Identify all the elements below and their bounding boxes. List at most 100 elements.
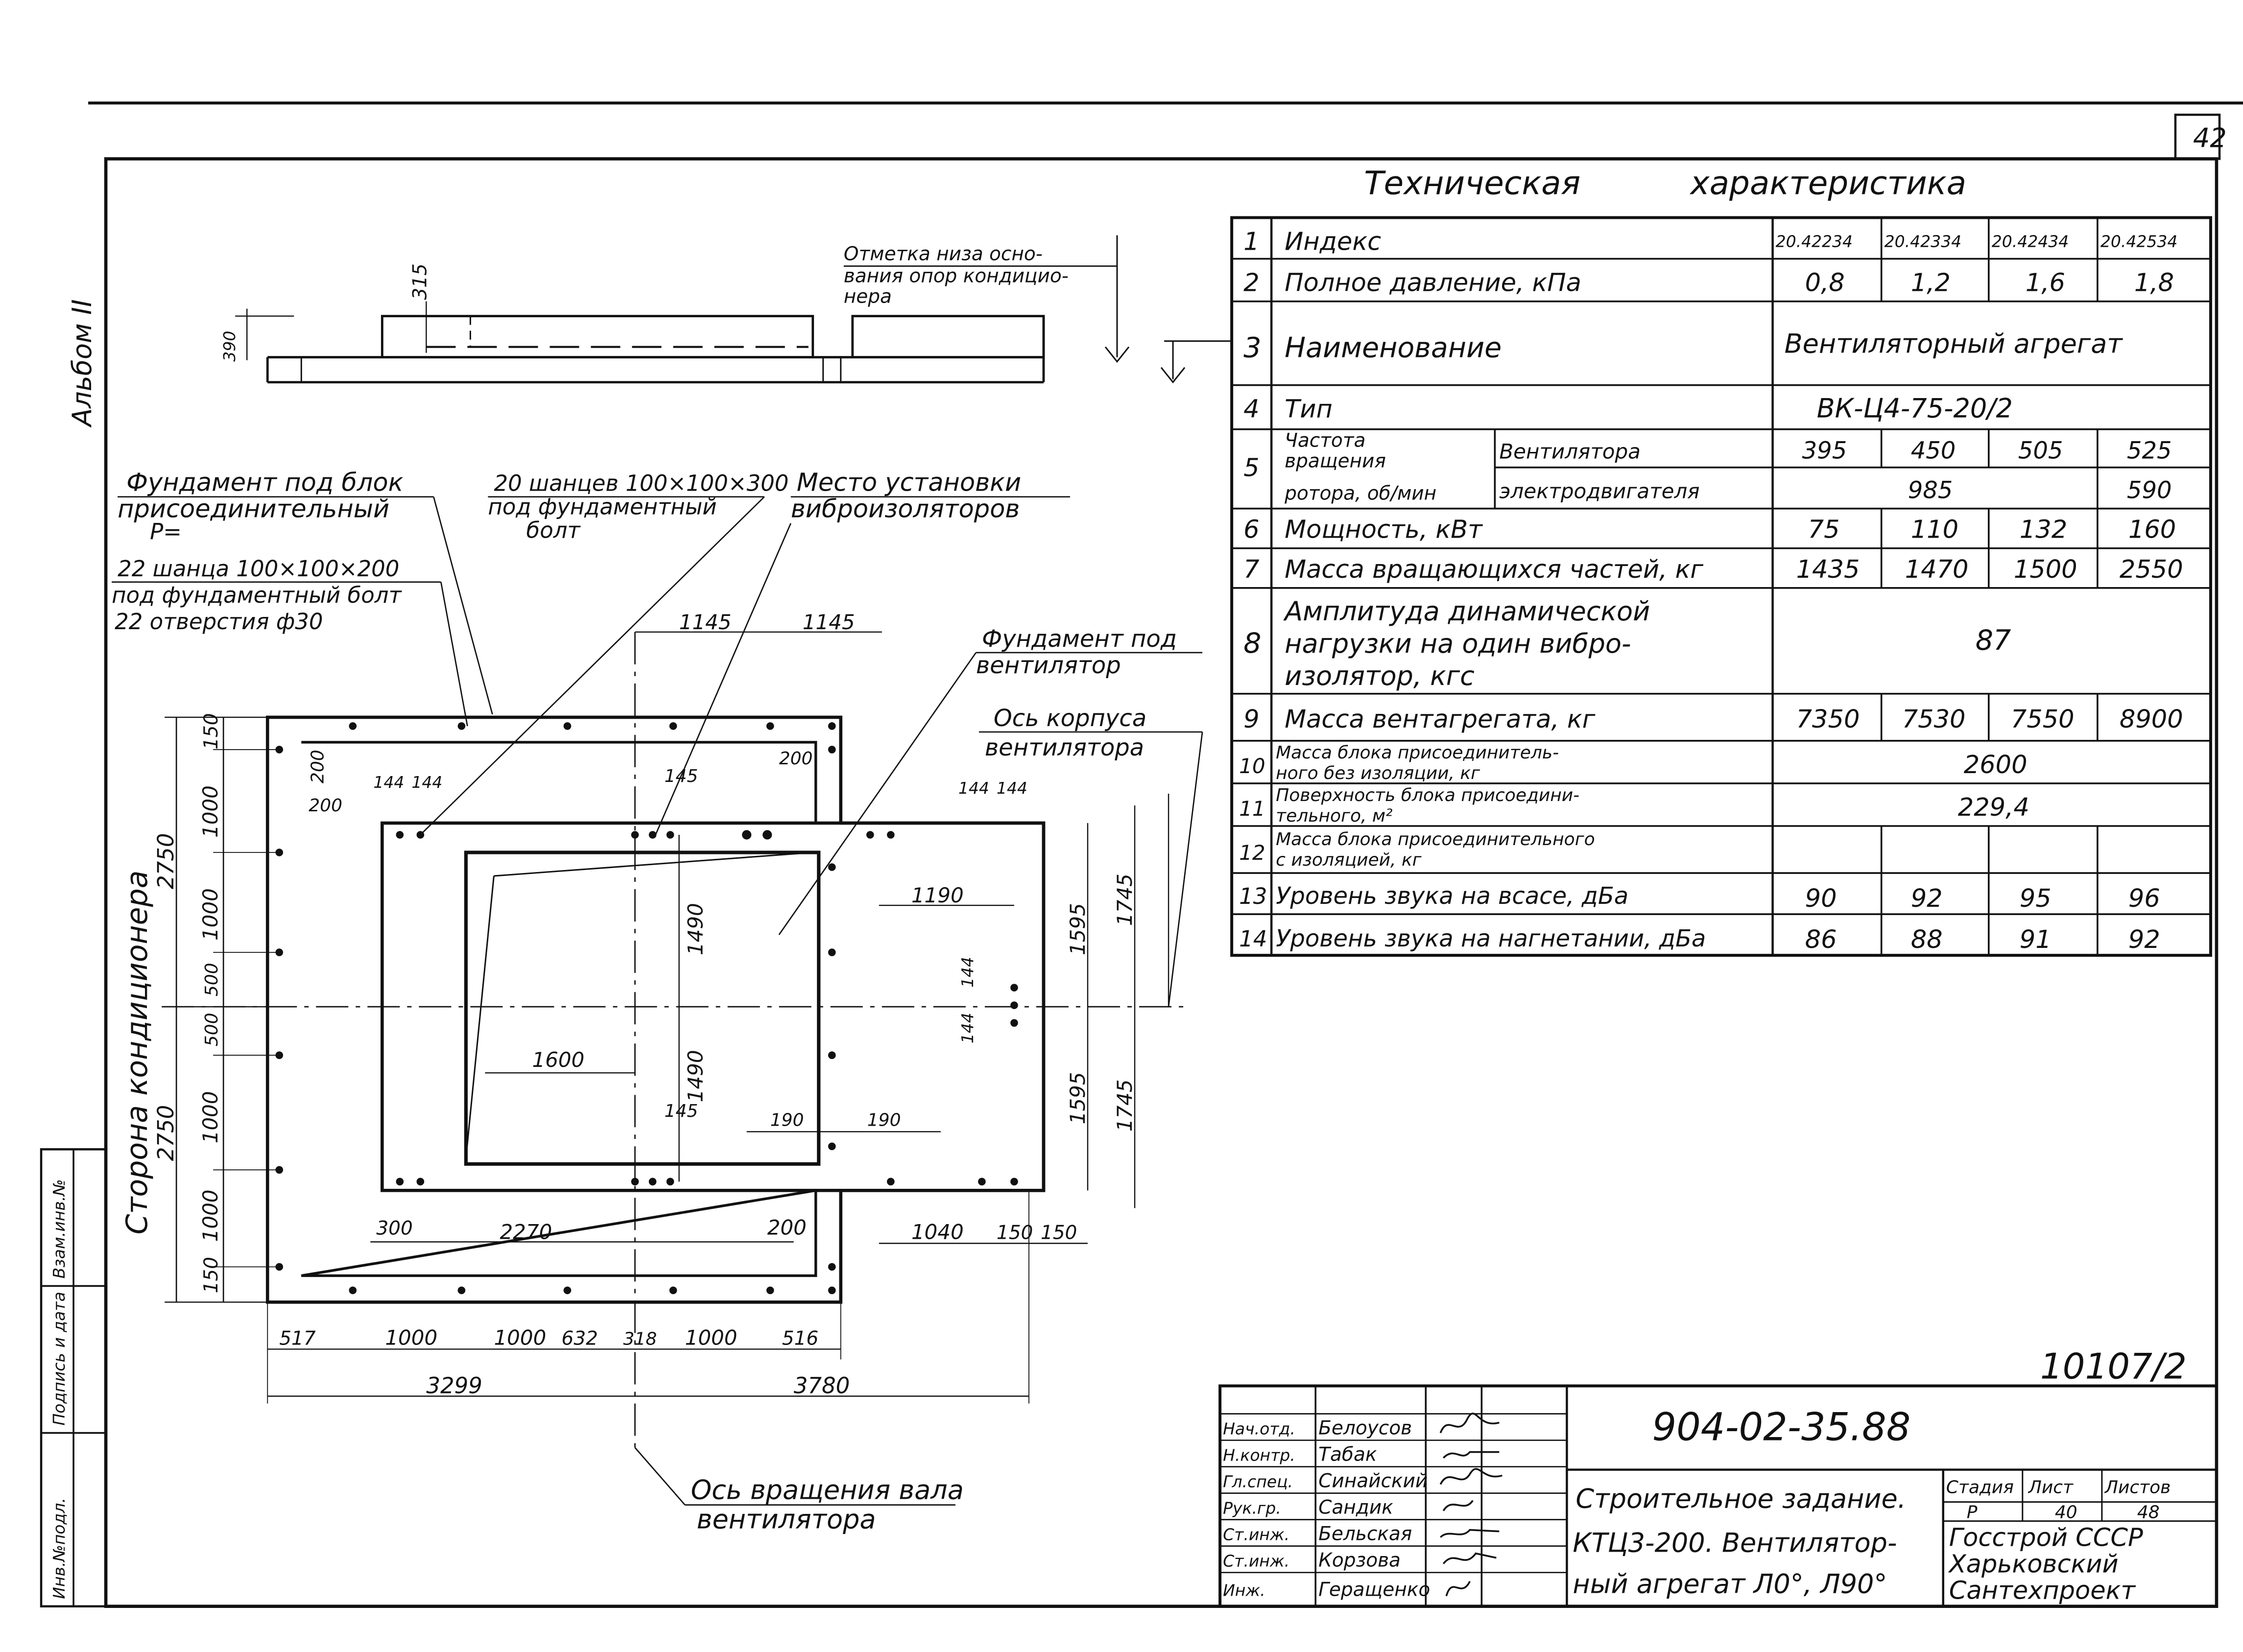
conditioner-side-label: Сторона кондиционера (120, 871, 154, 1235)
dim-2270: 2270 (500, 1220, 552, 1244)
elevation-view: 315 390 Отметка низа осно- вания опор ко… (220, 235, 1232, 384)
row-14-label: Уровень звука на нагнетании, дБа (1276, 925, 1706, 952)
row-7-number: 7 (1243, 555, 1259, 584)
row-1-value-1: 20.42234 (1776, 232, 1853, 251)
role-1: Нач.отд. (1223, 1419, 1295, 1439)
dim-150-r2: 150 (1041, 1222, 1077, 1244)
name-6: Корзова (1318, 1550, 1401, 1572)
title-block: 10107/2 Нач.отд. Н.контр. Гл.спец. Рук.г… (1218, 1345, 2218, 1608)
bottom-dim-1000-b: 1000 (494, 1325, 546, 1349)
row-8-label-line-3: изолятор, кгс (1285, 661, 1475, 691)
bottom-dim-1000-c: 1000 (685, 1325, 738, 1349)
sheet-title-line-2: КТЦ3-200. Вентилятор- (1573, 1528, 1897, 1558)
dim-1000-a: 1000 (198, 785, 222, 838)
dim-2750-bottom: 2750 (153, 1105, 179, 1161)
stage-label: Стадия (1946, 1478, 2014, 1498)
dim-1145-b: 1145 (803, 610, 855, 634)
callout-20-bolts-3: болт (526, 518, 581, 543)
bottom-dim-517: 517 (279, 1327, 316, 1349)
row-7-label: Масса вращающихся частей, кг (1285, 555, 1704, 584)
name-2: Табак (1318, 1444, 1377, 1466)
dim-150-r1: 150 (997, 1222, 1033, 1244)
bottom-dim-632: 632 (562, 1327, 598, 1349)
name-1: Белоусов (1318, 1417, 1412, 1440)
dim-500-a: 500 (202, 963, 222, 996)
row-14-value-2: 88 (1911, 925, 1943, 954)
row-9-value-2: 7530 (1902, 705, 1966, 734)
elevation-note-line-2: вания опор кондицио- (844, 265, 1069, 287)
row-7-value-3: 1500 (2014, 555, 2077, 584)
dim-1145-a: 1145 (679, 610, 732, 634)
row-7-value-4: 2550 (2120, 555, 2183, 584)
name-3: Синайский (1318, 1470, 1428, 1492)
row-9-value-4: 8900 (2120, 705, 2183, 734)
dim-144-c: 144 (958, 779, 989, 798)
row-8-value: 87 (1976, 624, 2011, 657)
role-6: Ст.инж. (1223, 1552, 1289, 1571)
doc-number: 10107/2 (2040, 1345, 2187, 1387)
dim-200-c: 200 (779, 749, 813, 769)
dim-150-bottom-left: 150 (200, 1257, 222, 1293)
dim-1745-b: 1745 (1113, 1079, 1137, 1132)
callout-22-bolts-1: 22 шанца 100×100×200 (118, 556, 399, 582)
role-5: Ст.инж. (1223, 1525, 1289, 1544)
callout-block-foundation-1: Фундамент под блок (126, 469, 403, 497)
side-stamp: Инв.№подл. Подпись и дата Взам.инв.№ (40, 1148, 107, 1607)
page-number: 42 (2193, 122, 2227, 153)
bolt-holes (275, 722, 1018, 1295)
row-1-label: Индекс (1285, 227, 1381, 256)
sheet-value: 40 (2055, 1503, 2077, 1523)
plan-view: 150 1000 2750 1000 500 500 1000 2750 100… (112, 469, 1203, 1535)
row-6-number: 6 (1243, 516, 1259, 544)
row-2-value-3: 1,6 (2026, 269, 2065, 298)
callout-rotation-axis-1: Ось вращения вала (691, 1475, 964, 1506)
row-6-value-3: 132 (2020, 516, 2067, 544)
callout-rotation-axis-2: вентилятора (697, 1504, 876, 1535)
elevation-note-line-1: Отметка низа осно- (844, 243, 1043, 265)
row-6-label: Мощность, кВт (1285, 516, 1483, 544)
org-line-1: Госстрой СССР (1949, 1524, 2143, 1553)
callout-20-bolts-1: 20 шанцев 100×100×300 (494, 471, 788, 496)
dim-190-a: 190 (770, 1110, 804, 1130)
stage-value: Р (1967, 1503, 1978, 1523)
sheet-title-line-1: Строительное задание. (1575, 1484, 1906, 1514)
row-12-number: 12 (1239, 841, 1265, 865)
dim-190-b: 190 (867, 1110, 901, 1130)
row-11-number: 11 (1239, 797, 1265, 821)
row-5-motor-label: электродвигателя (1499, 479, 1699, 503)
row-6-value-2: 110 (1911, 516, 1958, 544)
dim-144-d: 144 (997, 779, 1027, 798)
tech-table-title-1: Техническая (1364, 164, 1580, 202)
elevation-dim-390: 390 (220, 331, 239, 362)
row-8-number: 8 (1243, 627, 1261, 660)
role-3: Гл.спец. (1223, 1472, 1293, 1491)
row-3-label: Наименование (1285, 332, 1502, 364)
row-4-label: Тип (1285, 395, 1333, 424)
row-5-label-line-2: вращения (1285, 450, 1386, 472)
row-13-label: Уровень звука на всасе, дБа (1276, 882, 1628, 910)
row-5-label-line-3: ротора, об/мин (1284, 483, 1436, 505)
row-5-motor-value-last: 590 (2127, 477, 2172, 504)
dim-500-b: 500 (202, 1013, 222, 1046)
callout-fan-axis-2: вентилятора (985, 734, 1144, 761)
sheet-title-line-3: ный агрегат Л0°, Л90° (1573, 1569, 1887, 1600)
dim-1745-a: 1745 (1113, 873, 1137, 926)
dim-300: 300 (376, 1217, 412, 1239)
bottom-dim-3780: 3780 (794, 1373, 850, 1399)
designation: 904-02-35.88 (1652, 1406, 1910, 1450)
row-9-number: 9 (1243, 705, 1259, 734)
row-14-value-3: 91 (2020, 925, 2052, 954)
bottom-dim-3299: 3299 (426, 1373, 482, 1399)
block-foundation-inner (301, 741, 817, 1277)
album-label: Альбом II (67, 299, 97, 427)
block-foundation-outline (265, 715, 1046, 1304)
row-5-fan-value-2: 450 (1911, 437, 1956, 465)
callout-20-bolts-2: под фундаментный (488, 494, 716, 520)
bottom-dim-1000-a: 1000 (385, 1325, 437, 1349)
name-7: Геращенко (1318, 1579, 1430, 1601)
dim-150-top-left: 150 (200, 713, 222, 749)
row-2-label: Полное давление, кПа (1285, 269, 1581, 298)
role-4: Рук.гр. (1223, 1499, 1281, 1518)
row-10-number: 10 (1239, 754, 1265, 778)
